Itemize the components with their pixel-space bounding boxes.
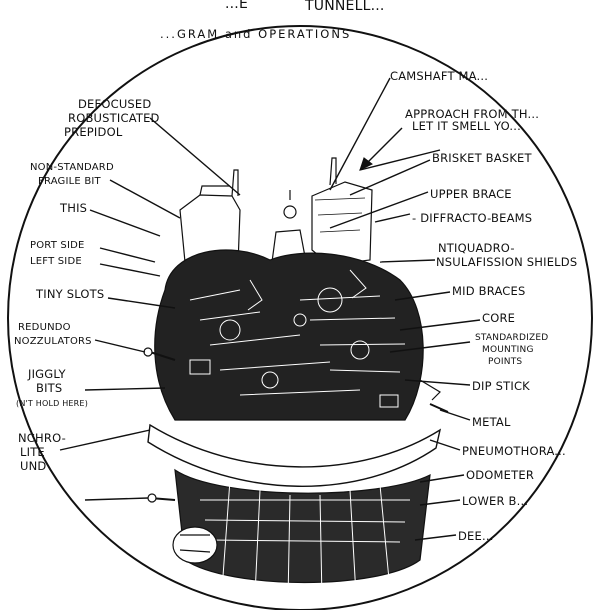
label-brisket-basket: BRISKET BASKET [432,151,533,165]
label-upper-brace: UPPER BRACE [430,187,512,201]
label-synchro-1: NCHRO- [18,431,66,445]
header-title-left: ...E [225,0,248,12]
label-defocused-1: DEFOCUSED [78,97,151,111]
label-core: CORE [482,311,515,325]
label-metal: METAL [472,415,511,429]
label-approach-2: LET IT SMELL YO... [412,119,521,133]
label-redundo-2: NOZZULATORS [14,336,92,347]
label-synchro-3: UND [20,459,46,473]
header-subtitle: ...GRAM and OPERATIONS [160,27,351,41]
label-antiquadro-2: NSULAFISSION SHIELDS [436,255,577,269]
label-jiggly-2: BITS [36,381,62,395]
label-odometer: ODOMETER [466,468,534,482]
label-synchro-2: LITE [20,445,45,459]
label-antiquadro-1: NTIQUADRO- [438,241,515,255]
label-port-side: PORT SIDE [30,240,85,251]
label-standardized-3: POINTS [488,357,522,367]
right-labels: CAMSHAFT MA... APPROACH FROM TH... LET I… [390,69,577,543]
label-diffracto-beams: - DIFFRACTO-BEAMS [412,211,532,225]
header-title-right: TUNNELL... [304,0,385,14]
label-standardized-1: STANDARDIZED [475,333,548,343]
label-camshaft: CAMSHAFT MA... [390,69,488,83]
label-jiggly-1: JIGGLY [27,367,66,381]
label-jiggly-3: (N'T HOLD HERE) [16,399,88,408]
label-standardized-2: MOUNTING [482,345,534,355]
label-approach-1: APPROACH FROM TH... [405,107,539,121]
left-labels: DEFOCUSED ROBUSTICATED PREPIDOL NON-STAN… [14,97,160,473]
label-this: THIS [59,201,87,215]
label-nonstandard-1: NON-STANDARD [30,162,114,173]
machine-illustration [143,157,449,601]
label-dee: DEE... [458,529,494,543]
label-tiny-slots: TINY SLOTS [35,287,104,301]
label-lower-b: LOWER B... [462,494,528,508]
label-defocused-3: PREPIDOL [64,125,123,139]
leader-lines [59,77,481,541]
label-pneumothora: PNEUMOTHORA... [462,444,566,458]
label-redundo-1: REDUNDO [18,322,71,333]
label-mid-braces: MID BRACES [452,284,526,298]
label-dip-stick: DIP STICK [472,379,530,393]
label-defocused-2: ROBUSTICATED [68,111,160,125]
label-nonstandard-2: FRAGILE BIT [38,176,102,187]
label-left-side: LEFT SIDE [30,256,82,267]
